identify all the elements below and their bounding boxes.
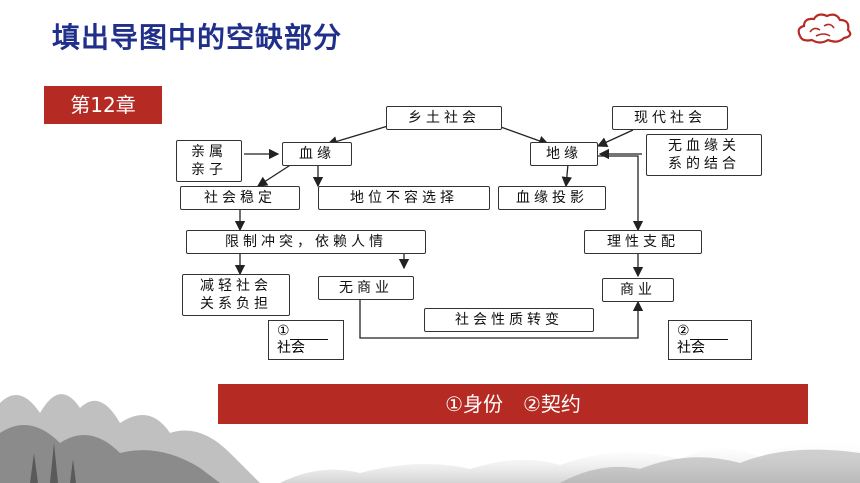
node-blood-projection: 血缘投影 xyxy=(498,186,606,210)
node-rural-society: 乡土社会 xyxy=(386,106,502,130)
blank-2-label: 社会 xyxy=(677,340,705,356)
blank-2-number: ② xyxy=(677,323,690,339)
concept-map: 乡土社会 现代社会 亲属 亲子 血缘 地缘 无血缘关 系的结合 社会稳定 地位不… xyxy=(168,100,768,370)
answer-banner: ①身份 ②契约 xyxy=(218,384,808,424)
node-no-commerce: 无商业 xyxy=(318,276,414,300)
blank-1-label: 社会 xyxy=(277,340,305,356)
ink-landscape-decoration xyxy=(0,394,860,483)
connector-lines xyxy=(234,125,644,339)
cloud-ornament-icon xyxy=(797,13,852,44)
node-limit-conflict: 限制冲突，依赖人情 xyxy=(186,230,426,254)
node-geo: 地缘 xyxy=(530,142,598,166)
chapter-badge: 第12章 xyxy=(44,86,162,124)
node-no-blood-relation: 无血缘关 系的结合 xyxy=(646,134,762,176)
blank-2: ② 社会 xyxy=(668,320,752,360)
blank-1: ① 社会 xyxy=(268,320,344,360)
blank-1-number: ① xyxy=(277,323,290,339)
node-social-stability: 社会稳定 xyxy=(180,186,300,210)
node-kin: 亲属 亲子 xyxy=(176,140,242,182)
node-modern-society: 现代社会 xyxy=(612,106,728,130)
node-blood: 血缘 xyxy=(282,142,352,166)
page-title: 填出导图中的空缺部分 xyxy=(52,21,343,54)
node-society-transformation: 社会性质转变 xyxy=(424,308,594,332)
node-commerce: 商业 xyxy=(602,278,674,302)
node-rational-rule: 理性支配 xyxy=(584,230,702,254)
node-reduce-burden: 减轻社会 关系负担 xyxy=(182,274,290,316)
node-status-fixed: 地位不容选择 xyxy=(318,186,490,210)
